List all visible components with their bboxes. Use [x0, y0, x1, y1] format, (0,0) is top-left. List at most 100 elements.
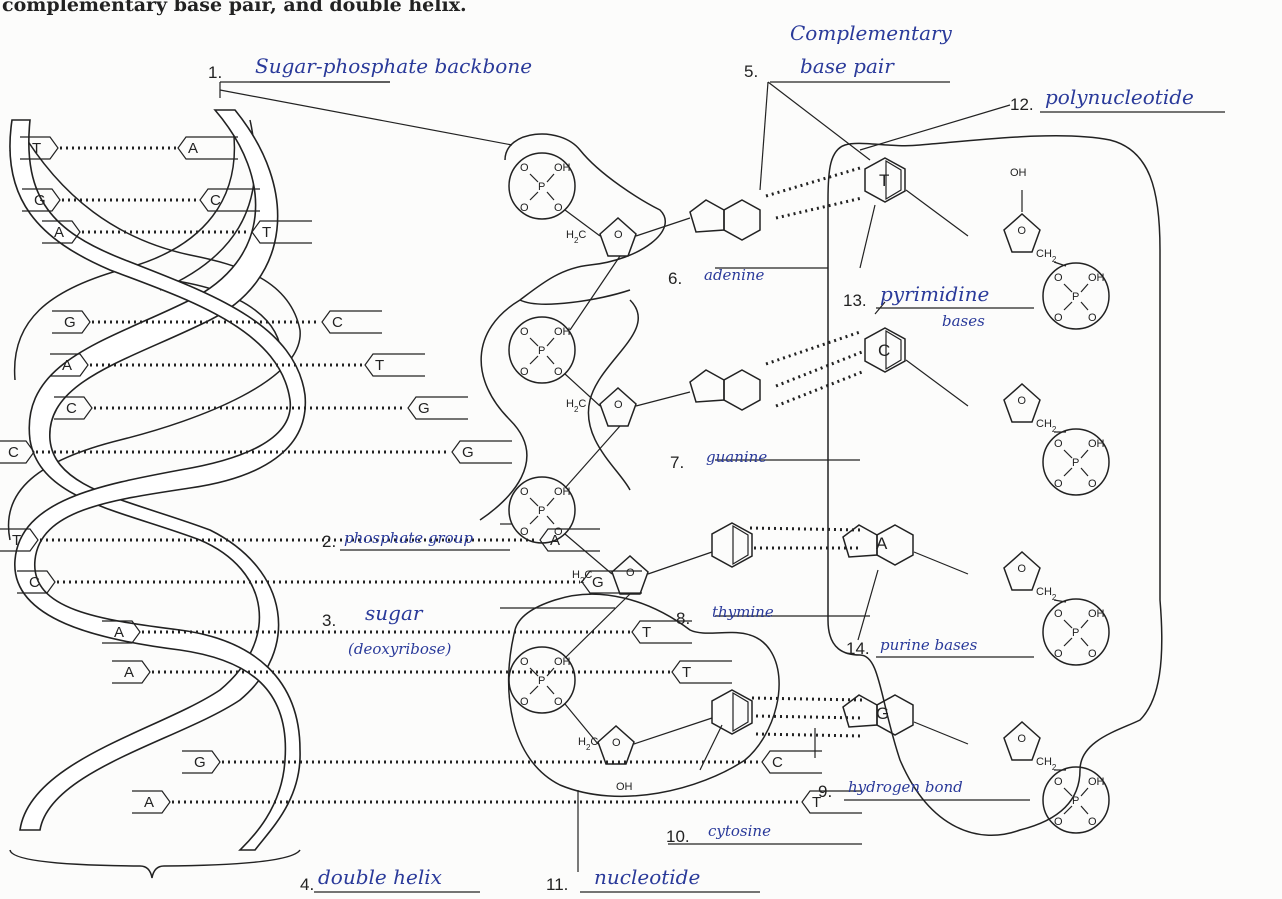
svg-text:Sugar-phosphate backbone: Sugar-phosphate backbone: [255, 54, 532, 78]
helix-base-left: G: [34, 192, 46, 209]
helix-base-right: G: [462, 444, 474, 461]
svg-text:1.: 1.: [208, 63, 222, 82]
svg-text:(deoxyribose): (deoxyribose): [348, 640, 451, 658]
helix-base-right: G: [592, 574, 604, 591]
label-8: 8. thymine: [676, 603, 774, 628]
label-4: 4. double helix: [300, 865, 480, 894]
double-helix: [7, 109, 307, 879]
helix-base-left: T: [32, 140, 41, 157]
svg-text:adenine: adenine: [704, 266, 765, 284]
svg-text:Complementary: Complementary: [790, 21, 953, 45]
svg-text:12.: 12.: [1010, 95, 1034, 114]
svg-text:purine bases: purine bases: [880, 636, 978, 654]
helix-base-right: T: [682, 664, 691, 681]
svg-text:4.: 4.: [300, 875, 314, 894]
svg-text:OH: OH: [616, 781, 633, 793]
svg-text:CH2: CH2: [1036, 248, 1057, 264]
svg-text:base pair: base pair: [800, 54, 895, 78]
helix-pair: TA: [0, 528, 600, 552]
helix-base-left: C: [29, 574, 40, 591]
svg-text:H2C: H2C: [566, 229, 586, 245]
svg-text:nucleotide: nucleotide: [594, 865, 700, 889]
strand-base-g: G: [876, 704, 889, 723]
left-strand: H2C H2C H2C H2C OH: [479, 133, 780, 798]
svg-text:OH: OH: [1010, 167, 1027, 179]
svg-text:bases: bases: [942, 312, 985, 330]
svg-text:13.: 13.: [843, 291, 867, 310]
helix-base-right: C: [772, 754, 783, 771]
helix-base-left: A: [54, 224, 64, 241]
svg-text:CH2: CH2: [1036, 586, 1057, 602]
helix-base-left: C: [66, 400, 77, 417]
helix-base-left: A: [114, 624, 124, 641]
helix-base-right: T: [642, 624, 651, 641]
helix-base-left: A: [144, 794, 154, 811]
hydrogen-bonds: [749, 166, 863, 738]
helix-base-right: C: [210, 192, 221, 209]
svg-text:CH2: CH2: [1036, 756, 1057, 772]
svg-text:2.: 2.: [322, 532, 336, 551]
helix-base-right: T: [375, 357, 384, 374]
label-13: 13. pyrimidine bases: [843, 282, 1034, 330]
label-12: 12. polynucleotide: [1010, 85, 1225, 114]
page-header: complementary base pair, and double heli…: [2, 0, 467, 16]
svg-text:polynucleotide: polynucleotide: [1045, 85, 1194, 109]
leader-lines: [219, 81, 1011, 872]
svg-text:H2C: H2C: [572, 569, 592, 585]
helix-base-right: T: [812, 794, 821, 811]
svg-text:cytosine: cytosine: [708, 822, 771, 840]
svg-text:sugar: sugar: [365, 601, 424, 625]
label-6: 6. adenine: [668, 266, 765, 288]
label-1: 1. Sugar-phosphate backbone: [208, 54, 532, 83]
helix-base-left: G: [194, 754, 206, 771]
helix-base-left: T: [12, 532, 21, 549]
svg-text:5.: 5.: [744, 62, 758, 81]
helix-base-left: G: [64, 314, 76, 331]
svg-text:phosphate group: phosphate group: [344, 529, 473, 547]
right-strand: T C A G OH CH2 CH2 CH2 CH2: [827, 134, 1163, 837]
helix-base-left: A: [124, 664, 134, 681]
svg-text:10.: 10.: [666, 827, 690, 846]
helix-base-pairs: TAGCATGCATCGCGTACGATATGCAT: [0, 136, 862, 814]
strand-base-a: A: [876, 534, 888, 553]
label-5: Complementary 5. base pair: [744, 21, 953, 83]
svg-text:11.: 11.: [546, 875, 568, 894]
svg-text:6.: 6.: [668, 269, 682, 288]
svg-text:8.: 8.: [676, 609, 690, 628]
label-3: 3. sugar (deoxyribose): [322, 601, 451, 658]
label-9: 9. hydrogen bond: [818, 778, 1030, 801]
svg-text:9.: 9.: [818, 782, 832, 801]
label-2: 2. phosphate group: [322, 529, 510, 551]
strand-base-t: T: [879, 171, 889, 190]
svg-text:H2C: H2C: [578, 736, 598, 752]
svg-text:14.: 14.: [846, 639, 870, 658]
helix-base-left: A: [62, 357, 72, 374]
helix-base-right: T: [262, 224, 271, 241]
helix-base-right: C: [332, 314, 343, 331]
label-11: 11. nucleotide: [546, 865, 760, 894]
svg-text:H2C: H2C: [566, 398, 586, 414]
label-7: 7. guanine: [670, 448, 767, 472]
svg-text:CH2: CH2: [1036, 418, 1057, 434]
svg-text:3.: 3.: [322, 611, 336, 630]
helix-base-right: G: [418, 400, 430, 417]
svg-text:thymine: thymine: [712, 603, 774, 621]
svg-text:pyrimidine: pyrimidine: [880, 282, 989, 306]
svg-text:double helix: double helix: [318, 865, 442, 889]
svg-text:7.: 7.: [670, 453, 684, 472]
svg-text:guanine: guanine: [706, 448, 767, 466]
